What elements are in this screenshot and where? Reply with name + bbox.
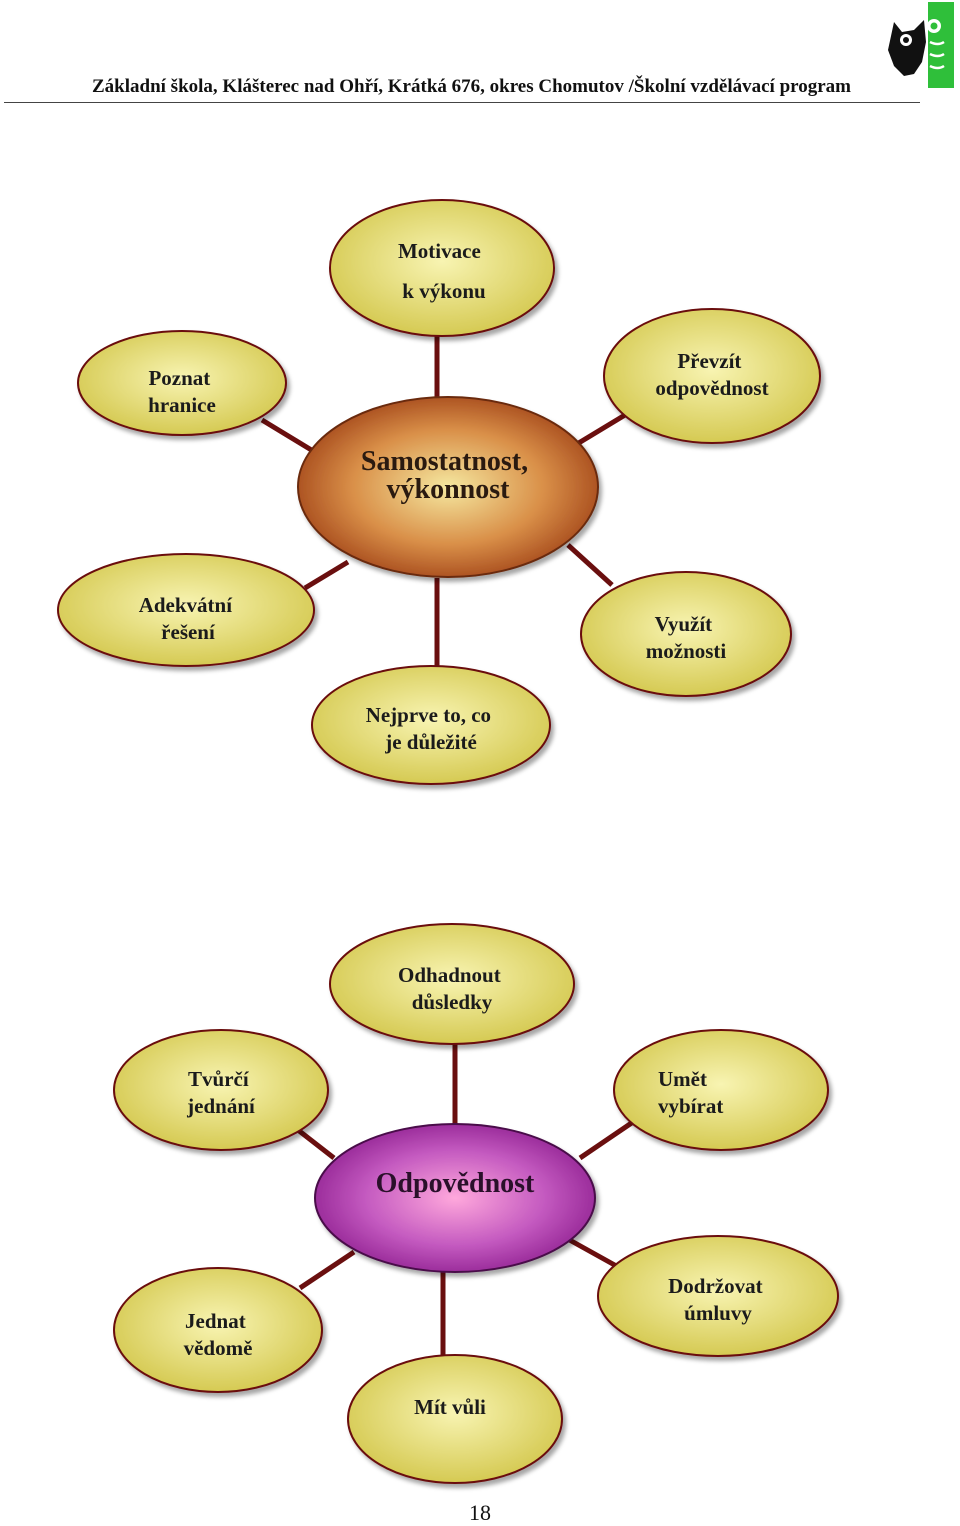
- connector-adekvatni: [303, 559, 350, 591]
- svg-text:Převzít odpovědnost: Převzít odpovědnost: [655, 349, 768, 400]
- petal-nejprve-line2: je důležité: [384, 730, 477, 754]
- petal-nejprve: Nejprve to, co je důležité: [311, 665, 551, 785]
- svg-text:Nejprve to, co je důle: Nejprve to, co je důležité: [366, 703, 497, 754]
- petal-jednat-line2: vědomě: [184, 1336, 253, 1360]
- page-number: 18: [469, 1500, 491, 1525]
- petal-umet-vybirat: Umět vybírat: [613, 1029, 829, 1151]
- connector-prevzit: [575, 412, 627, 447]
- petal-jednat-vedome: Jednat vědomě: [113, 1267, 323, 1393]
- svg-text:Jednat vědomě: Jednat vědomě: [184, 1309, 253, 1360]
- svg-text:Mít vůli: Mít vůli: [414, 1395, 486, 1419]
- connector-tvurci: [296, 1128, 336, 1160]
- petal-tvurci-line2: jednání: [186, 1094, 256, 1118]
- petal-vyuzit-line1: Využít: [655, 612, 713, 636]
- petal-umet-line2: vybírat: [658, 1094, 723, 1118]
- petal-dodrzovat-line1: Dodržovat: [668, 1274, 762, 1298]
- petal-odhadnout-line1: Odhadnout: [398, 963, 501, 987]
- petal-dodrzovat-umluvy: Dodržovat úmluvy: [597, 1235, 839, 1357]
- petal-prevzit-line1: Převzít: [677, 349, 741, 373]
- petal-poznat-hranice: Poznat hranice: [77, 330, 287, 436]
- diagram-2: Odhadnout důsledky Tvůrčí jednání Umět v…: [113, 923, 839, 1484]
- petal-tvurci-line1: Tvůrčí: [188, 1067, 250, 1091]
- petal-prevzit-odpovednost: Převzít odpovědnost: [603, 308, 821, 444]
- connector-umet: [578, 1119, 635, 1161]
- petal-vyuzit-line2: možnosti: [646, 639, 727, 663]
- diagram-1: Motivace k výkonu Poznat hranice Převzít…: [57, 199, 821, 785]
- petal-motivace: Motivace k výkonu: [329, 199, 555, 337]
- svg-text:Adekvátní řešení: Adekvátní řešení: [139, 593, 238, 644]
- page-header-title: Základní škola, Klášterec nad Ohří, Krát…: [92, 76, 852, 97]
- svg-text:Motivace k výkonu: Motivace k výkonu: [398, 239, 486, 303]
- petal-mit-vuli-line1: Mít vůli: [414, 1395, 486, 1419]
- connector-jednat: [298, 1249, 356, 1291]
- petal-adekvatni-line2: řešení: [161, 620, 216, 644]
- diagram-1-connectors: [260, 336, 627, 666]
- svg-text:Umět vybírat: Umět vybírat: [658, 1067, 723, 1118]
- header-divider: [4, 102, 920, 103]
- connector-poznat: [260, 417, 320, 457]
- petal-nejprve-line1: Nejprve to, co: [366, 703, 491, 727]
- petal-poznat-line2: hranice: [148, 393, 216, 417]
- petal-odhadnout-dusledky: Odhadnout důsledky: [329, 923, 575, 1045]
- petal-tvurci-jednani: Tvůrčí jednání: [113, 1029, 329, 1151]
- connector-vyuzit: [566, 543, 614, 587]
- svg-text:Poznat hranice: Poznat hranice: [148, 366, 216, 417]
- petal-mit-vuli: Mít vůli: [347, 1354, 563, 1484]
- petal-adekvatni-line1: Adekvátní: [139, 593, 234, 617]
- petal-motivace-line2: k výkonu: [402, 279, 486, 303]
- school-owl-logo: [888, 2, 954, 88]
- svg-text:Tvůrčí jednání: Tvůrčí jednání: [186, 1067, 256, 1118]
- petal-odhadnout-line2: důsledky: [412, 990, 493, 1014]
- hub-samostatnost-line2: výkonnost: [387, 474, 511, 505]
- petal-adekvatni-reseni: Adekvátní řešení: [57, 553, 315, 667]
- svg-text:Samostatnost, výkonnos: Samostatnost, výkonnost: [361, 446, 535, 505]
- hub-samostatnost: Samostatnost, výkonnost: [297, 396, 599, 578]
- petal-jednat-line1: Jednat: [185, 1309, 246, 1333]
- svg-text:Odpovědnost: Odpovědnost: [376, 1168, 535, 1199]
- petal-motivace-line1: Motivace: [398, 239, 481, 263]
- hub-odpovednost: Odpovědnost: [314, 1123, 596, 1273]
- connector-dodrzovat: [564, 1235, 622, 1271]
- svg-text:Odhadnout důsledky: Odhadnout důsledky: [398, 963, 506, 1014]
- hub-odpovednost-line1: Odpovědnost: [376, 1168, 535, 1199]
- petal-prevzit-line2: odpovědnost: [655, 376, 768, 400]
- petal-dodrzovat-line2: úmluvy: [684, 1301, 752, 1325]
- petal-umet-line1: Umět: [658, 1067, 707, 1091]
- petal-poznat-line1: Poznat: [148, 366, 210, 390]
- svg-text:Využít možnosti: Využít možnosti: [646, 612, 727, 663]
- petal-vyuzit-moznosti: Využít možnosti: [580, 571, 792, 697]
- svg-text:Dodržovat úmluvy: Dodržovat úmluvy: [668, 1274, 768, 1325]
- hub-samostatnost-line1: Samostatnost,: [361, 446, 528, 477]
